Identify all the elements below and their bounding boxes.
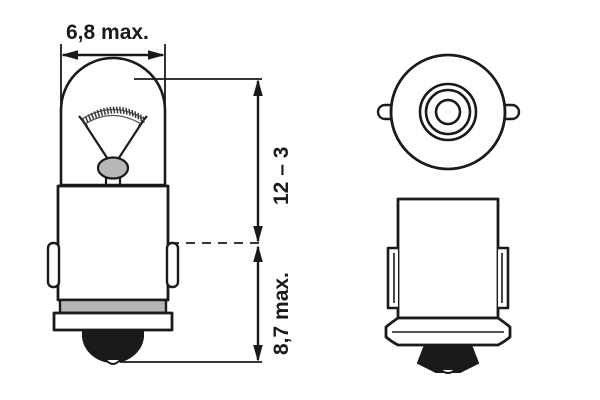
cap-body [396,197,500,320]
cap-flange [52,311,174,332]
bottom-view [376,53,521,171]
cap-height-dimension-line [253,245,263,362]
width-dimension-label: 6,8 max. [66,21,149,44]
glass-envelope [59,56,167,187]
overall-height-dimension-line [253,79,263,243]
dimension-annotations: 6,8 max. 12 – 3 8,7 max. [60,21,293,363]
bayonet-pin-left [376,103,395,121]
solder-contact [416,344,480,373]
bead-support-legs [104,178,122,184]
overall-height-label: 12 – 3 [270,147,293,205]
bayonet-pin-left [46,241,61,289]
metal-cap [56,184,170,302]
bayonet-pin-right [165,241,180,289]
filament-coil [81,106,145,125]
cap-metal-band [58,298,168,315]
cap-height-label: 8,7 max. [270,272,293,355]
bayonet-pin-right [502,103,521,121]
elevation-view [46,56,180,365]
side-view [384,197,512,374]
solder-contact-tip [105,359,121,365]
width-dimension-line [61,50,165,60]
filament-arc-inner [84,114,142,125]
glass-bead [96,156,130,180]
bayonet-pin-left [386,246,398,310]
solder-contact-tip [440,369,456,374]
bayonet-pin-right [498,246,510,310]
contact-ring-inner [434,98,462,126]
filament-coil-turns [81,106,145,125]
